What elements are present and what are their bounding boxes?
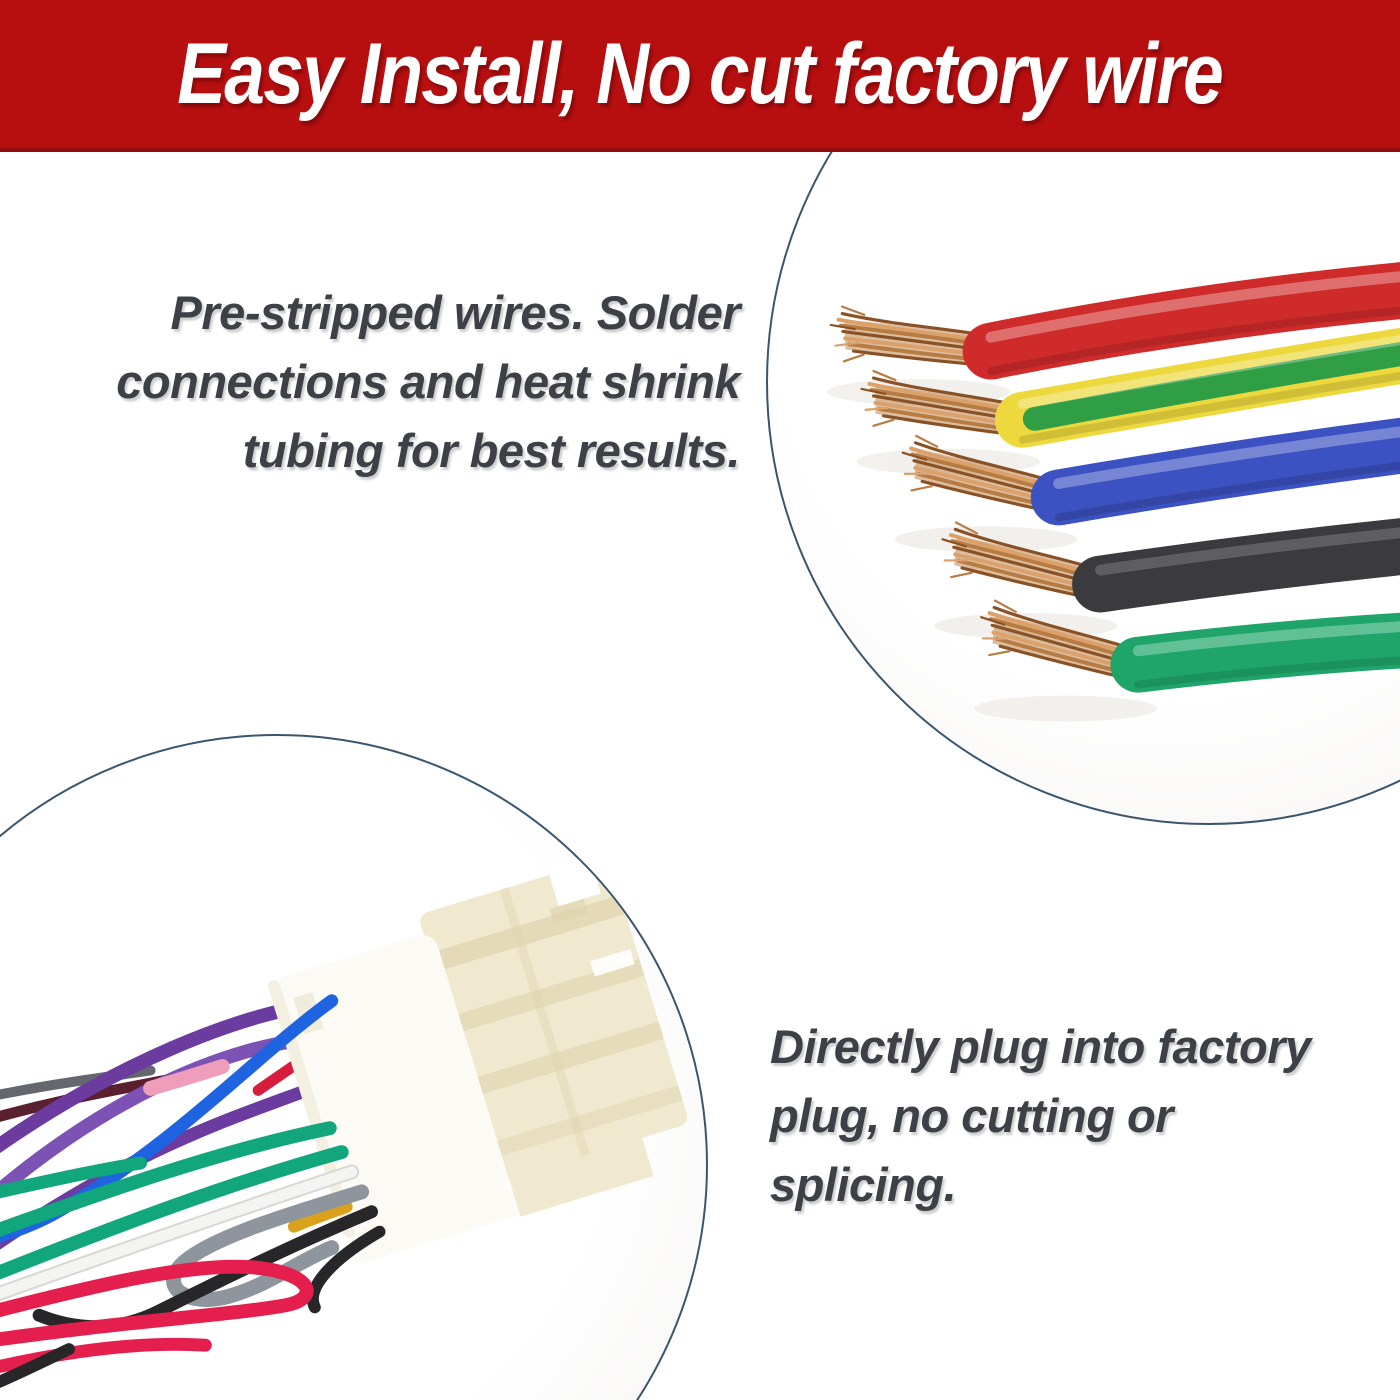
direct-plug-note-line: plug, no cutting or: [770, 1089, 1173, 1142]
green-wire: [1110, 612, 1400, 693]
banner: Easy Install, No cut factory wire: [0, 0, 1400, 152]
connector-photo: [0, 734, 708, 1400]
pre-stripped-note-line: connections and heat shrink: [116, 355, 740, 408]
pre-stripped-note: Pre-stripped wires. Solder connections a…: [40, 278, 740, 485]
yellow-green-wire: [994, 327, 1400, 448]
blue-wire: [1030, 417, 1400, 526]
pre-stripped-note-line: Pre-stripped wires. Solder: [170, 286, 741, 339]
connector-notch: [547, 855, 601, 907]
connector-latch-tab: [549, 898, 588, 924]
wire-bundle-front: [0, 994, 386, 1389]
direct-plug-note: Directly plug into factory plug, no cutt…: [770, 1012, 1370, 1219]
pre-stripped-note-line: tubing for best results.: [242, 424, 741, 477]
black-wire: [1072, 518, 1400, 613]
stripped-wires-illustration: [826, 262, 1400, 722]
connector-slot: [590, 949, 635, 977]
direct-plug-note-line: splicing.: [770, 1158, 957, 1211]
connector-illustration: [0, 855, 688, 1389]
connector-step: [508, 1137, 654, 1217]
red-wire: [962, 262, 1400, 380]
direct-plug-note-line: Directly plug into factory: [770, 1020, 1311, 1073]
banner-title: Easy Install, No cut factory wire: [177, 25, 1225, 122]
